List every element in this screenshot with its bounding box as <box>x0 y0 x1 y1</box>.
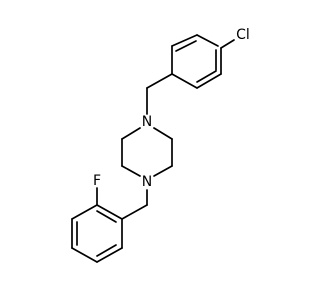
bond <box>71 247 98 263</box>
bond-ring-ch2 <box>146 73 173 89</box>
bond-c-cl <box>220 39 235 49</box>
bond <box>121 127 141 140</box>
bond <box>153 165 173 177</box>
chlorophenyl-ring <box>171 34 222 89</box>
bond <box>153 127 173 140</box>
bond <box>171 73 198 89</box>
bond <box>96 247 123 263</box>
piperazine-ring <box>121 127 173 177</box>
double-bond <box>196 70 217 83</box>
nitrogen-atom-label: N <box>142 174 152 190</box>
fluorophenyl-ring <box>71 204 123 263</box>
molecule-structure-diagram: Cl N N F <box>71 27 250 263</box>
bond <box>196 73 222 89</box>
bond <box>121 165 141 177</box>
bond <box>71 204 98 220</box>
chlorine-atom-label: Cl <box>236 27 250 43</box>
bond <box>196 34 219 47</box>
nitrogen-atom-label: N <box>142 114 152 130</box>
double-bond <box>175 40 197 52</box>
bond-ch2-ring <box>121 204 148 220</box>
bond <box>171 34 198 47</box>
double-bond <box>96 244 117 257</box>
fluorine-atom-label: F <box>93 173 101 189</box>
double-bond <box>96 210 117 223</box>
bond <box>96 204 123 220</box>
